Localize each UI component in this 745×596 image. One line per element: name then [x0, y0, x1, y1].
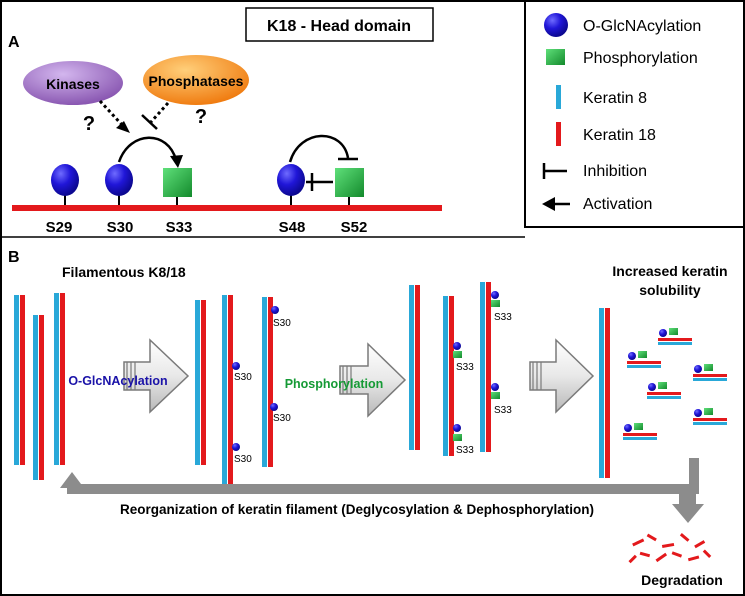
kinases-question-mark: ?	[83, 113, 95, 135]
group2-s30-label-3: S30	[273, 413, 291, 424]
legend-activation-arrow-icon	[542, 197, 570, 211]
phosphatases-inhibition-line	[149, 101, 170, 124]
group3-s33-label-2: S33	[456, 362, 474, 373]
filament-group-1	[14, 293, 65, 480]
legend-oglcnac-label: O-GlcNAcylation	[583, 18, 701, 35]
kinases-label: Kinases	[46, 76, 100, 92]
legend-phospho-square-icon	[546, 49, 565, 65]
site-label-s48: S48	[279, 219, 306, 236]
kinases-arrow-head-icon	[116, 121, 130, 133]
phosphatases-question-mark: ?	[195, 106, 207, 128]
title-box	[245, 7, 434, 42]
group2-s30-label-4: S30	[234, 454, 252, 465]
degradation-arrow-head-icon	[672, 504, 704, 523]
solubility-label-line1: Increased keratin	[612, 263, 727, 279]
legend-box	[524, 0, 745, 228]
s30-oglcnac-circle	[105, 164, 133, 196]
soluble-keratin-fragments	[623, 328, 727, 440]
group3-s33-label-1: S33	[494, 312, 512, 323]
group3-s33-label-3: S33	[494, 405, 512, 416]
solubility-label-line2: solubility	[639, 282, 701, 298]
legend-oglcnac-circle-icon	[544, 13, 568, 37]
legend-inhibition-label: Inhibition	[583, 163, 647, 180]
legend-inhibition-icon	[542, 163, 567, 179]
legend-keratin18-label: Keratin 18	[583, 127, 656, 144]
degraded-keratin-fragments	[628, 533, 712, 564]
group2-s30-label-1: S30	[273, 318, 291, 329]
group-3-modified-sites	[453, 291, 500, 441]
filament-group-3	[409, 282, 491, 456]
k18-head-backbone	[12, 205, 442, 211]
site-label-s33: S33	[166, 219, 193, 236]
filament-group-2	[195, 295, 273, 485]
legend-keratin8-label: Keratin 8	[583, 90, 647, 107]
s30-to-s33-arrow-head-icon	[170, 155, 183, 168]
s33-phospho-square	[163, 168, 192, 197]
legend-keratin18-bar-icon	[556, 122, 561, 146]
filamentous-label: Filamentous K8/18	[62, 264, 186, 280]
reorganization-arrow-head-icon	[60, 472, 84, 488]
legend: O-GlcNAcylation Phosphorylation Keratin …	[524, 0, 745, 228]
phosphatases-ellipse	[143, 55, 249, 105]
step1-block-arrow	[123, 338, 190, 414]
group2-s30-label-2: S30	[234, 372, 252, 383]
s29-oglcnac-circle	[51, 164, 79, 196]
page-title: K18 - Head domain	[267, 18, 411, 35]
legend-keratin8-bar-icon	[556, 85, 561, 109]
degradation-arrow-shaft	[679, 486, 696, 508]
s48-oglcnac-circle	[277, 164, 305, 196]
degradation-label: Degradation	[641, 572, 723, 588]
site-label-s52: S52	[341, 219, 368, 236]
s48-to-s52-inhibition-arc	[288, 134, 350, 163]
filament-group-4	[599, 308, 610, 478]
legend-phospho-label: Phosphorylation	[583, 50, 698, 67]
legend-activation-label: Activation	[583, 196, 652, 213]
step2-phospho-label: Phosphorylation	[285, 377, 384, 391]
step1-oglcnac-label: O-GlcNAcylation	[68, 374, 167, 388]
kinases-ellipse	[23, 61, 123, 105]
panel-b-label: B	[8, 249, 20, 266]
group3-s33-label-4: S33	[456, 445, 474, 456]
site-label-s30: S30	[107, 219, 134, 236]
step3-block-arrow	[529, 338, 595, 414]
s52-phospho-square	[335, 168, 364, 197]
phosphatases-label: Phosphatases	[149, 73, 244, 89]
s30-to-s33-activation-arc	[117, 136, 178, 163]
reorganization-label: Reorganization of keratin filament (Degl…	[120, 502, 594, 517]
site-label-s29: S29	[46, 219, 73, 236]
phosphatases-inhibition-bar-icon	[141, 114, 158, 130]
step2-block-arrow	[339, 342, 407, 418]
panel-a-label: A	[8, 34, 20, 51]
group-2-oglcnac-sites	[232, 306, 279, 451]
